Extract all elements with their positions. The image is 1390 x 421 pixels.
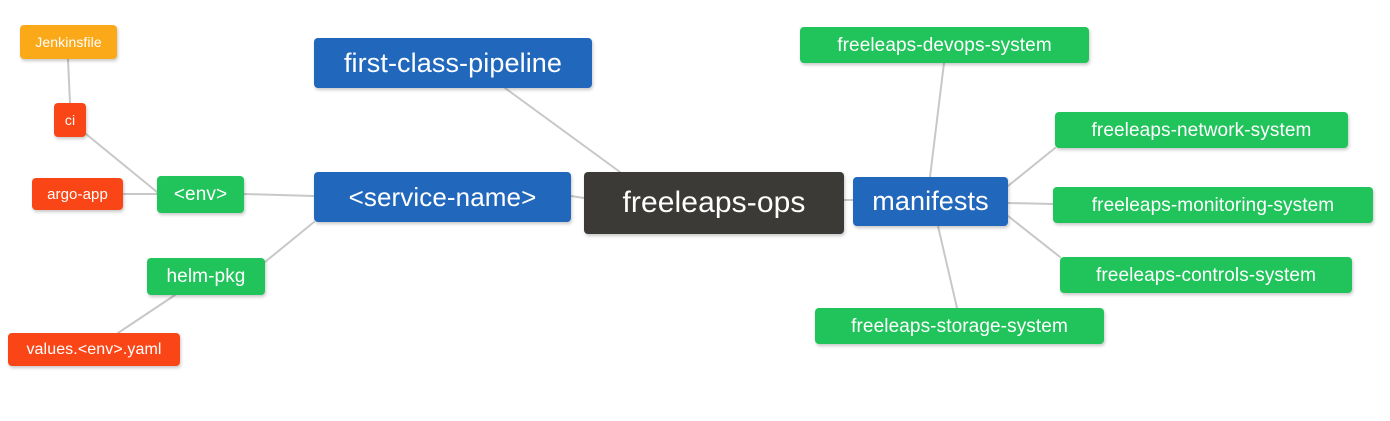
link-service-name-to-helm-pkg [264, 221, 315, 263]
node-label-freeleaps-controls-system: freeleaps-controls-system [1095, 264, 1317, 286]
node-label-first-class-pipeline: first-class-pipeline [343, 47, 563, 78]
node-label-freeleaps-devops-system: freeleaps-devops-system [837, 34, 1052, 56]
node-label-values-yaml: values.<env>.yaml [26, 340, 162, 358]
node-freeleaps-devops-system[interactable]: freeleaps-devops-system [800, 27, 1089, 63]
node-jenkinsfile[interactable]: Jenkinsfile [20, 25, 117, 59]
node-service-name[interactable]: <service-name> [314, 172, 571, 222]
link-first-class-pipeline-to-freeleaps-ops [504, 87, 621, 173]
node-env[interactable]: <env> [157, 176, 244, 213]
node-label-freeleaps-monitoring-system: freeleaps-monitoring-system [1091, 194, 1335, 216]
link-ci-to-env [85, 133, 158, 193]
node-freeleaps-controls-system[interactable]: freeleaps-controls-system [1060, 257, 1352, 293]
node-label-argo-app: argo-app [47, 185, 108, 203]
node-label-freeleaps-ops: freeleaps-ops [622, 186, 806, 219]
link-manifests-to-freeleaps-monitoring-system [1007, 202, 1054, 205]
node-label-manifests: manifests [872, 186, 989, 216]
node-label-jenkinsfile: Jenkinsfile [35, 34, 102, 50]
node-label-helm-pkg: helm-pkg [166, 266, 246, 287]
node-label-freeleaps-network-system: freeleaps-network-system [1091, 119, 1312, 141]
link-manifests-to-freeleaps-network-system [1007, 147, 1056, 187]
node-manifests[interactable]: manifests [853, 177, 1008, 226]
node-freeleaps-monitoring-system[interactable]: freeleaps-monitoring-system [1053, 187, 1373, 223]
node-label-ci: ci [64, 112, 76, 128]
node-label-service-name: <service-name> [348, 182, 537, 212]
link-jenkinsfile-to-ci [67, 58, 71, 104]
node-freeleaps-ops[interactable]: freeleaps-ops [584, 172, 844, 234]
link-manifests-to-freeleaps-controls-system [1007, 215, 1061, 258]
link-service-name-to-freeleaps-ops [570, 195, 585, 199]
link-manifests-to-freeleaps-devops-system [929, 62, 945, 178]
node-ci[interactable]: ci [54, 103, 86, 137]
node-freeleaps-storage-system[interactable]: freeleaps-storage-system [815, 308, 1104, 344]
node-helm-pkg[interactable]: helm-pkg [147, 258, 265, 295]
node-label-env: <env> [173, 184, 228, 205]
node-first-class-pipeline[interactable]: first-class-pipeline [314, 38, 592, 88]
link-helm-pkg-to-values-yaml [117, 294, 176, 334]
node-values-yaml[interactable]: values.<env>.yaml [8, 333, 180, 366]
link-env-to-service-name [243, 193, 315, 197]
link-manifests-to-freeleaps-storage-system [937, 225, 958, 309]
node-label-freeleaps-storage-system: freeleaps-storage-system [851, 315, 1068, 337]
node-freeleaps-network-system[interactable]: freeleaps-network-system [1055, 112, 1348, 148]
node-argo-app[interactable]: argo-app [32, 178, 123, 210]
